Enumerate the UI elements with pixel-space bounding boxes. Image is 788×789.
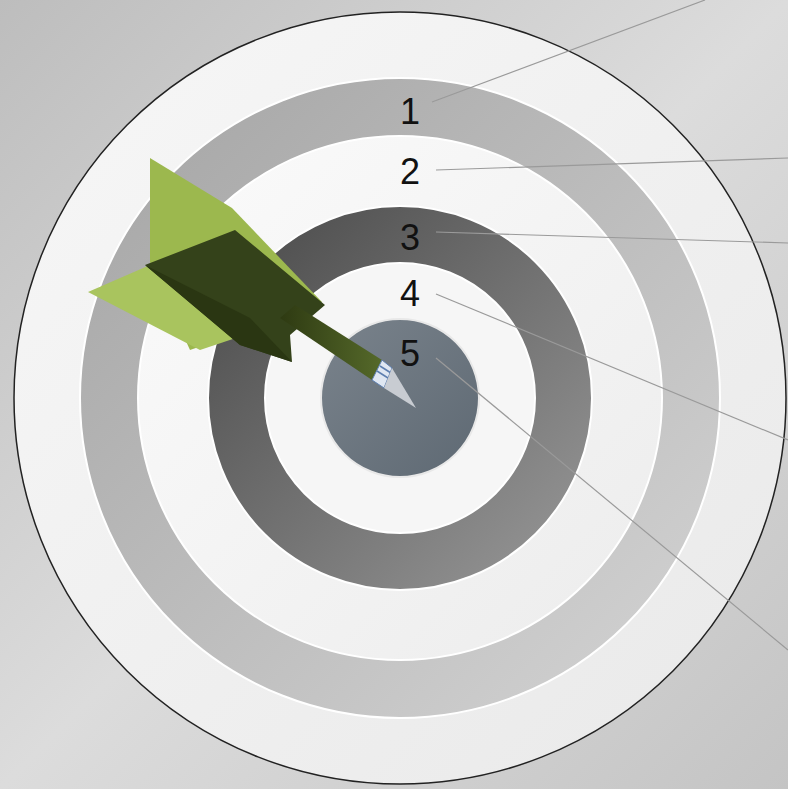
ring-2 (138, 136, 662, 660)
callout-number: 1 (400, 94, 420, 130)
board-edge (14, 12, 786, 784)
callout-number: 3 (400, 220, 420, 256)
callout-number: 4 (400, 276, 420, 312)
leader-lines (432, 0, 788, 650)
callout-number: 2 (400, 154, 420, 190)
callout-number: 5 (400, 336, 420, 372)
ring-1 (80, 78, 720, 718)
dart (88, 158, 416, 408)
